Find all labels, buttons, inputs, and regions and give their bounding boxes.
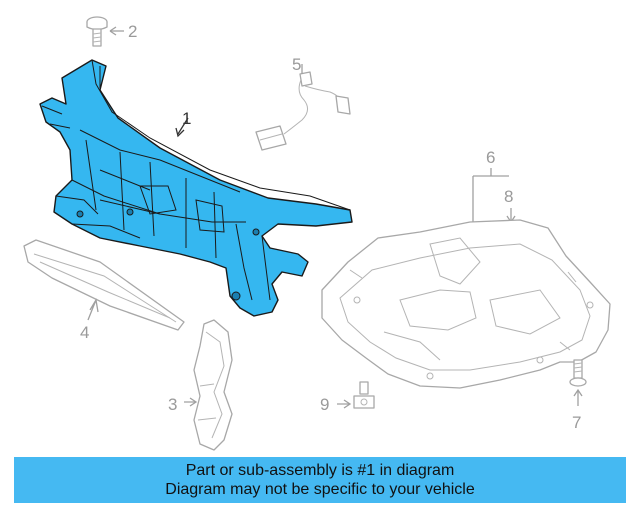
leader-2-arrow: [109, 26, 117, 36]
banner-line-2: Diagram may not be specific to your vehi…: [165, 481, 475, 498]
callout-6: 6: [486, 148, 495, 167]
callout-4: 4: [80, 323, 89, 342]
part-7-bolt[interactable]: [569, 359, 587, 387]
callout-8: 8: [504, 187, 513, 206]
part-6-underbody-shield[interactable]: [321, 219, 611, 389]
callout-3: 3: [168, 395, 177, 414]
parts-diagram: 2 5 6 8 7: [23, 16, 611, 451]
leader-1: [177, 117, 189, 135]
part-4-lower-strip[interactable]: [23, 239, 185, 331]
banner-line-1: Part or sub-assembly is #1 in diagram: [185, 462, 455, 479]
callout-7: 7: [572, 413, 581, 432]
part-1-radiator-support[interactable]: [39, 59, 353, 317]
part-3-side-bracket[interactable]: [193, 319, 233, 451]
leader-7: [573, 388, 583, 406]
leader-9: [337, 399, 352, 409]
callout-5: 5: [292, 55, 301, 74]
callout-9: 9: [320, 395, 329, 414]
part-9-fastener[interactable]: [353, 381, 375, 409]
part-5-sensor[interactable]: [255, 71, 351, 151]
info-banner: Part or sub-assembly is #1 in diagram Di…: [14, 457, 626, 503]
leader-3: [184, 397, 198, 407]
part-2-bolt[interactable]: [86, 16, 108, 47]
leader-4: [87, 298, 99, 321]
leader-1-arrow: [175, 127, 185, 138]
callout-2: 2: [128, 22, 137, 41]
callout-1: 1: [182, 109, 191, 128]
leader-6: [468, 168, 509, 232]
